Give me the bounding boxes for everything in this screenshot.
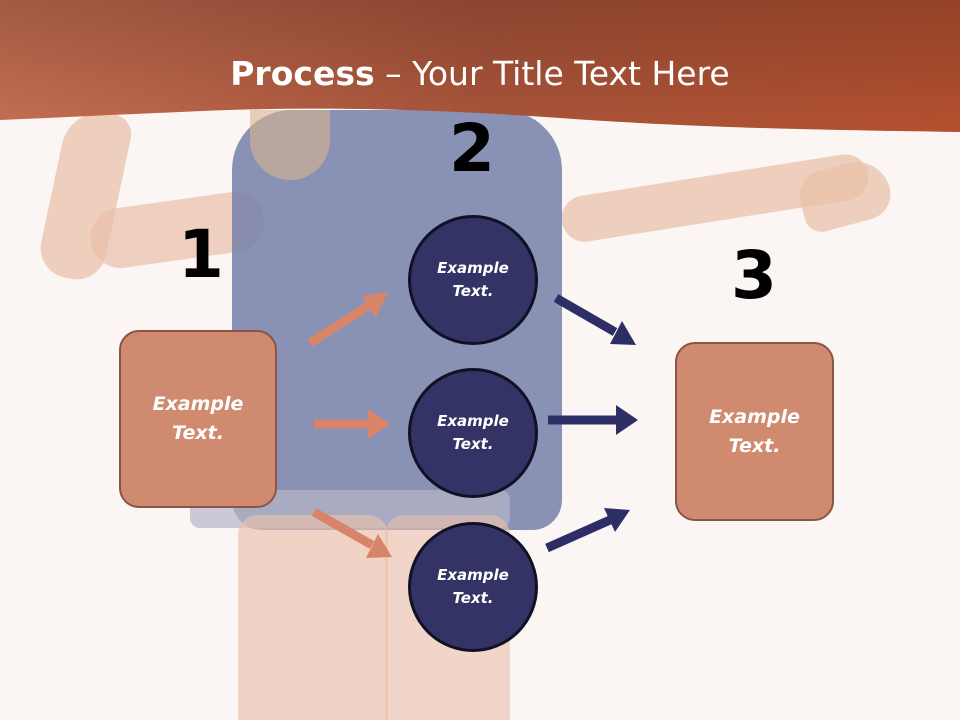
step-2-circle-bottom: Example Text. [408, 522, 538, 652]
title-bold: Process [230, 54, 375, 93]
step-number-1: 1 [178, 216, 224, 293]
step-number-2: 2 [449, 110, 495, 187]
background-leg-left [238, 515, 388, 720]
arrow-box1-to-circle-mid [314, 409, 390, 439]
page-title: Process – Your Title Text Here [0, 54, 960, 93]
circle-top-text: Example Text. [437, 259, 509, 300]
step-2-circle-middle: Example Text. [408, 368, 538, 498]
arrow-box1-to-circle-top [307, 292, 388, 347]
arrow-circle-top-to-box3 [553, 294, 636, 345]
arrow-circle-bot-to-box3 [545, 508, 630, 553]
circle-middle-text: Example Text. [437, 412, 509, 453]
step-2-circle-top: Example Text. [408, 215, 538, 345]
background-hair [250, 110, 330, 180]
arrow-box1-to-circle-bot [311, 508, 392, 558]
step-number-3: 3 [731, 237, 777, 314]
step-1-box-text: Example Text. [152, 393, 244, 444]
title-rest: – Your Title Text Here [374, 54, 730, 93]
circle-bottom-text: Example Text. [437, 566, 509, 607]
header-wave [0, 0, 960, 132]
step-1-box: Example Text. [119, 330, 277, 508]
step-3-box: Example Text. [675, 342, 834, 521]
step-3-box-text: Example Text. [709, 405, 800, 457]
arrow-circle-mid-to-box3 [548, 405, 638, 435]
